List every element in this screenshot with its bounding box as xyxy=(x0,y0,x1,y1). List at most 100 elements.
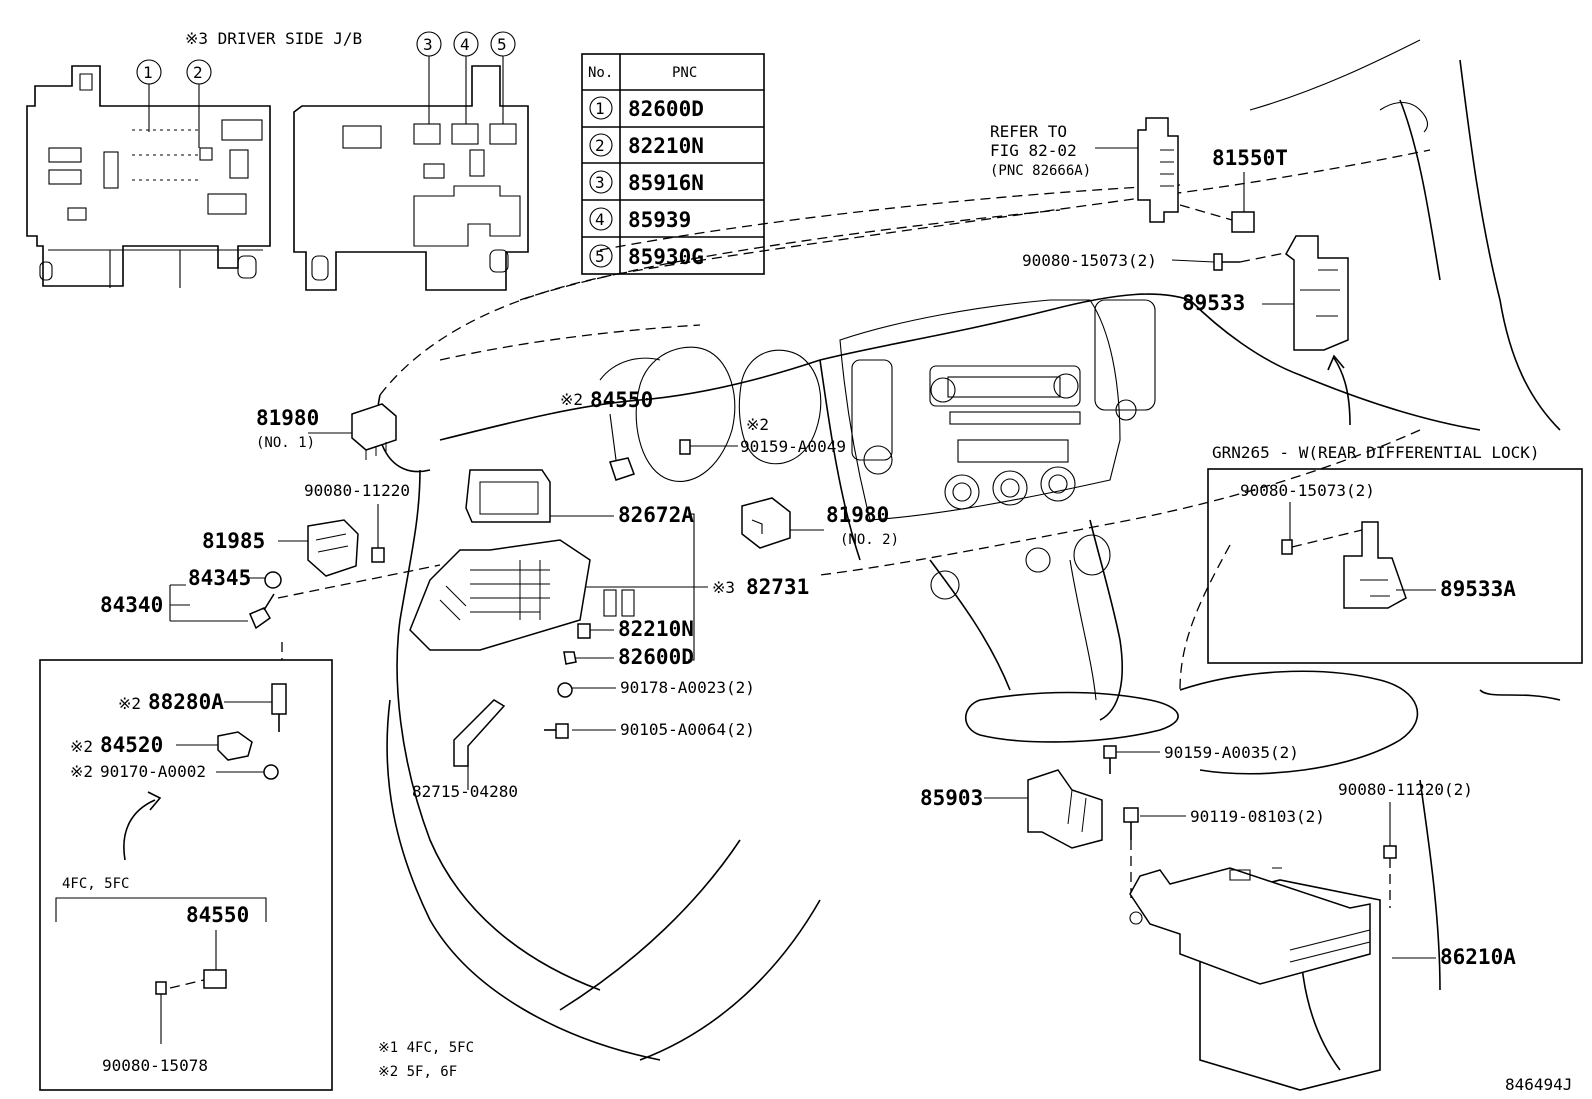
part-label-88280A: 88280A xyxy=(148,690,224,714)
screw-90159-A0049: ※2 90159-A0049 xyxy=(679,415,846,456)
callout-1: 1 xyxy=(143,63,153,82)
inset-4fc-label: 4FC, 5FC xyxy=(62,876,129,892)
fuse-box-82672A: 82672A xyxy=(465,469,695,661)
part-label-90170-A0002: 90170-A0002 xyxy=(100,762,206,781)
part-label-81985: 81985 xyxy=(202,529,265,553)
bolt-90080-11220-2: 90080-11220(2) xyxy=(1338,780,1473,908)
switch-85903: 85903 xyxy=(920,769,1103,849)
pnc-table-row: 4 85939 xyxy=(589,207,691,232)
grn265-title: GRN265 - W(REAR DIFFERENTIAL LOCK) xyxy=(1212,443,1540,462)
part-label-84345: 84345 xyxy=(188,566,251,590)
note-1: ※1 4FC, 5FC xyxy=(378,1040,474,1056)
lower-left-inset: ※2 88280A ※2 84520 ※2 90170-A0002 4FC, 5… xyxy=(39,642,333,1091)
callout-5: 5 xyxy=(497,35,507,54)
switch-81985: 81985 xyxy=(202,519,359,577)
pnc-row-no: 1 xyxy=(595,99,605,118)
driver-side-jb-title: ※3 DRIVER SIDE J/B xyxy=(185,29,362,48)
buzzer-84550: ※2 84550 xyxy=(560,388,653,481)
refer-line3: (PNC 82666A) xyxy=(990,163,1091,179)
nut-90178-A0023: 90178-A0023(2) xyxy=(557,678,755,698)
pnc-row-no: 2 xyxy=(595,136,605,155)
callout-2: 2 xyxy=(193,63,203,82)
ecu-86210A: 86210A xyxy=(1129,867,1516,985)
part-label-90080-11220-2: 90080-11220(2) xyxy=(1338,780,1473,799)
part-label-82715-04280: 82715-04280 xyxy=(412,782,518,801)
pnc-row-value: 85930G xyxy=(628,245,704,269)
part-label-90119-08103: 90119-08103(2) xyxy=(1190,807,1325,826)
part-label-84520: 84520 xyxy=(100,733,163,757)
mark-90170-A0002: ※2 xyxy=(70,762,93,781)
pnc-row-value: 85939 xyxy=(628,208,691,232)
callout-3: 3 xyxy=(423,35,433,54)
bolt-90119-08103: 90119-08103(2) xyxy=(1123,807,1325,900)
pnc-table: No. PNC 1 82600D 2 82210N 3 85916N 4 859… xyxy=(581,53,765,275)
bolt-90105-A0064: 90105-A0064(2) xyxy=(544,720,755,739)
mark-84550: ※2 xyxy=(560,390,583,409)
footnotes: ※1 4FC, 5FC ※2 5F, 6F xyxy=(378,1040,474,1080)
pnc-table-row: 2 82210N xyxy=(589,133,704,158)
part-label-89533A: 89533A xyxy=(1440,577,1516,601)
pnc-row-value: 82210N xyxy=(628,134,704,158)
part-label-82672A: 82672A xyxy=(618,503,694,527)
pnc-row-no: 5 xyxy=(595,247,605,266)
part-label-81980-no1-sub: (NO. 1) xyxy=(256,435,315,451)
pnc-row-no: 3 xyxy=(595,173,605,192)
part-label-85903: 85903 xyxy=(920,786,983,810)
driver-side-jb-views: ※3 DRIVER SIDE J/B xyxy=(26,29,529,291)
relay-81980-no2: 81980 (NO. 2) xyxy=(741,497,899,549)
part-label-86210A: 86210A xyxy=(1440,945,1516,969)
part-label-82731: 82731 xyxy=(746,575,809,599)
bolt-90080-11220: 90080-11220 xyxy=(304,481,410,563)
relay-81550t: 81550T xyxy=(1179,146,1288,233)
part-label-82210N: 82210N xyxy=(618,617,694,641)
pnc-row-no: 4 xyxy=(595,210,605,229)
part-label-90105-A0064: 90105-A0064(2) xyxy=(620,720,755,739)
pnc-table-header-no: No. xyxy=(588,65,613,81)
grn265-inset: GRN265 - W(REAR DIFFERENTIAL LOCK) 90080… xyxy=(1207,443,1583,664)
mark-84520: ※2 xyxy=(70,737,93,756)
part-label-90080-15073-inset: 90080-15073(2) xyxy=(1240,481,1375,500)
refer-line1: REFER TO xyxy=(990,122,1067,141)
part-label-82600D: 82600D xyxy=(618,645,694,669)
part-label-90159-A0035: 90159-A0035(2) xyxy=(1164,743,1299,762)
pnc-table-row: 1 82600D xyxy=(589,96,704,121)
jb-callouts: 1 2 3 4 5 xyxy=(136,31,516,148)
part-label-81980-no1: 81980 xyxy=(256,406,319,430)
part-label-90080-15078: 90080-15078 xyxy=(102,1056,208,1075)
part-label-84550: 84550 xyxy=(590,388,653,412)
figure-id: 846494J xyxy=(1505,1075,1572,1094)
pnc-table-row: 5 85930G xyxy=(589,244,704,269)
pnc-row-value: 82600D xyxy=(628,97,704,121)
refer-note: REFER TO FIG 82-02 (PNC 82666A) xyxy=(990,117,1179,223)
relay-82210N: 82210N xyxy=(577,617,694,641)
relay-81980-no1: 81980 (NO. 1) xyxy=(256,403,397,460)
dashboard-outline xyxy=(376,39,1561,1091)
part-label-84340: 84340 xyxy=(100,593,163,617)
pnc-table-row: 3 85916N xyxy=(589,170,704,195)
part-label-81980-no2-sub: (NO. 2) xyxy=(840,532,899,548)
screw-90159-A0035: 90159-A0035(2) xyxy=(1103,743,1299,774)
bolt-90080-15073-top: 90080-15073(2) xyxy=(1022,249,1301,271)
mark-90159-A0049: ※2 xyxy=(746,415,769,434)
pnc-row-value: 85916N xyxy=(628,171,704,195)
part-label-81550T: 81550T xyxy=(1212,146,1288,170)
part-label-89533: 89533 xyxy=(1182,291,1245,315)
jb-82731: ※3 82731 xyxy=(409,539,809,651)
switch-84340: 84340 xyxy=(100,564,441,630)
fuse-82600D: 82600D xyxy=(563,645,694,669)
bracket-82715-04280: 82715-04280 xyxy=(412,699,518,801)
part-label-90178-A0023: 90178-A0023(2) xyxy=(620,678,755,697)
part-label-90080-15073-top: 90080-15073(2) xyxy=(1022,251,1157,270)
pnc-table-header-pnc: PNC xyxy=(672,65,697,81)
part-label-90159-A0049: 90159-A0049 xyxy=(740,437,846,456)
mark-82731: ※3 xyxy=(712,578,735,597)
ecu-89533: 89533 xyxy=(1182,235,1351,426)
note-2: ※2 5F, 6F xyxy=(378,1064,457,1080)
refer-line2: FIG 82-02 xyxy=(990,141,1077,160)
callout-4: 4 xyxy=(460,35,470,54)
part-84345: 84345 xyxy=(188,566,282,590)
part-label-81980-no2: 81980 xyxy=(826,503,889,527)
part-label-84550-inset: 84550 xyxy=(186,903,249,927)
part-label-90080-11220: 90080-11220 xyxy=(304,481,410,500)
